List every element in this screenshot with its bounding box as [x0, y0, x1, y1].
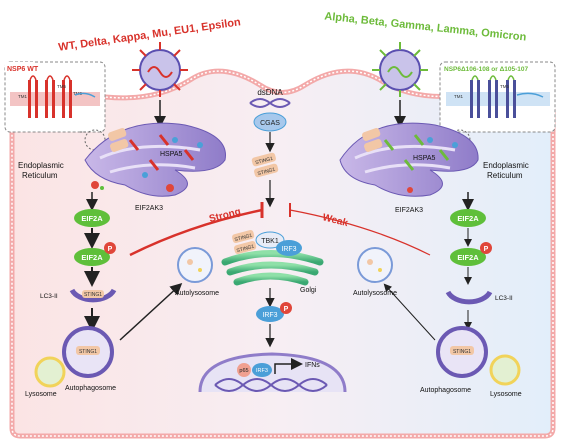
svg-text:EIF2A: EIF2A [81, 214, 103, 223]
svg-text:TM1: TM1 [454, 94, 463, 99]
lysosome-right-label: Lysosome [490, 391, 522, 398]
svg-text:P: P [284, 306, 289, 313]
svg-text:IRF3: IRF3 [262, 312, 277, 319]
svg-text:TBK1: TBK1 [261, 238, 279, 245]
autophagosome-right: STING1 [436, 326, 521, 386]
svg-text:STING1: STING1 [79, 349, 97, 355]
lc3-phagophore-right [445, 290, 493, 305]
er-right [339, 122, 479, 197]
hspa5-left-label: HSPA5 [160, 151, 183, 158]
autolysosome-right-label: Autolysosome [353, 290, 397, 297]
nsp6-mutant-inset: NSP6Δ106-108 or Δ105-107 TM1 TM5 [439, 61, 556, 151]
lc3-left-label: LC3-II [40, 293, 58, 300]
svg-text:IFNs: IFNs [305, 362, 320, 369]
weak-inhibition-arrow [289, 209, 431, 256]
svg-text:IRF3: IRF3 [281, 246, 296, 253]
svg-text:TM5: TM5 [500, 84, 509, 89]
autolysosome-left-label: Autolysosome [175, 290, 219, 297]
autophagosome-left-label: Autophagosome [65, 385, 116, 392]
svg-text:TM1: TM1 [18, 94, 27, 99]
hspa5-right-label: HSPA5 [413, 155, 436, 162]
dsdna-icon [249, 98, 291, 108]
svg-text:CGAS: CGAS [260, 120, 280, 127]
golgi-label: Golgi [300, 287, 317, 294]
svg-text:TM5: TM5 [57, 84, 66, 89]
svg-text:STING1: STING1 [255, 156, 274, 167]
svg-text:IRF3: IRF3 [256, 368, 268, 374]
svg-text:EIF2A: EIF2A [457, 253, 479, 262]
eif2a-right-node: EIF2A [450, 209, 486, 227]
autolysosome-right [357, 247, 393, 283]
svg-text:EIF2A: EIF2A [457, 214, 479, 223]
right-variants-title: Alpha, Beta, Gamma, Lamma, Omicron [324, 10, 527, 43]
lc3-phagophore-left: STING1 [69, 288, 117, 303]
virus-right-icon [372, 42, 428, 97]
eif2a-left-node: EIF2A [74, 209, 110, 227]
svg-text:STING1: STING1 [84, 292, 102, 298]
svg-text:STING1: STING1 [234, 233, 253, 244]
nsp6-wt-label: NSP6 WT [7, 66, 39, 73]
autophagosome-right-label: Autophagosome [420, 387, 471, 394]
svg-text:STING1: STING1 [453, 349, 471, 355]
golgi-complex [221, 250, 324, 286]
nucleus: p65 IRF3 IFNs [198, 352, 347, 393]
lc3-right-label: LC3-II [495, 295, 513, 302]
eif2ak3-right-label: EIF2AK3 [395, 207, 423, 214]
svg-text:STING1: STING1 [236, 244, 255, 255]
autophagosome-left: STING1 [34, 326, 114, 388]
sting1-center-node: STING1 STING1 [251, 152, 279, 178]
autolysosome-left [177, 247, 213, 283]
svg-text:P: P [108, 246, 113, 253]
svg-text:STING1: STING1 [257, 167, 276, 178]
dsdna-label: dsDNA [257, 88, 283, 97]
er-left [84, 122, 226, 197]
svg-text:P: P [484, 246, 489, 253]
nsp6-mutant-label: NSP6Δ106-108 or Δ105-107 [444, 66, 529, 73]
eif2ak3-left-label: EIF2AK3 [135, 205, 163, 212]
left-variants-title: WT, Delta, Kappa, Mu, EU1, Epsilon [58, 16, 242, 54]
svg-text:p65: p65 [239, 368, 248, 374]
lysosome-left-label: Lysosome [25, 391, 57, 398]
virus-left-icon [132, 42, 188, 97]
eif2a-p-right-node: EIF2A P [450, 242, 492, 266]
tbk1-irf3-complex: STING1 STING1 TBK1 IRF3 [232, 229, 302, 256]
strong-inhibition-arrow [129, 208, 263, 257]
svg-text:EIF2A: EIF2A [81, 253, 103, 262]
nsp6-wt-inset: NSP6 WT TM1 TM5 TM6 [4, 61, 106, 151]
eif2a-p-left-node: EIF2A P [74, 242, 116, 266]
irf3-p-node: IRF3 P [256, 302, 292, 322]
cgas-node: CGAS [253, 112, 287, 132]
